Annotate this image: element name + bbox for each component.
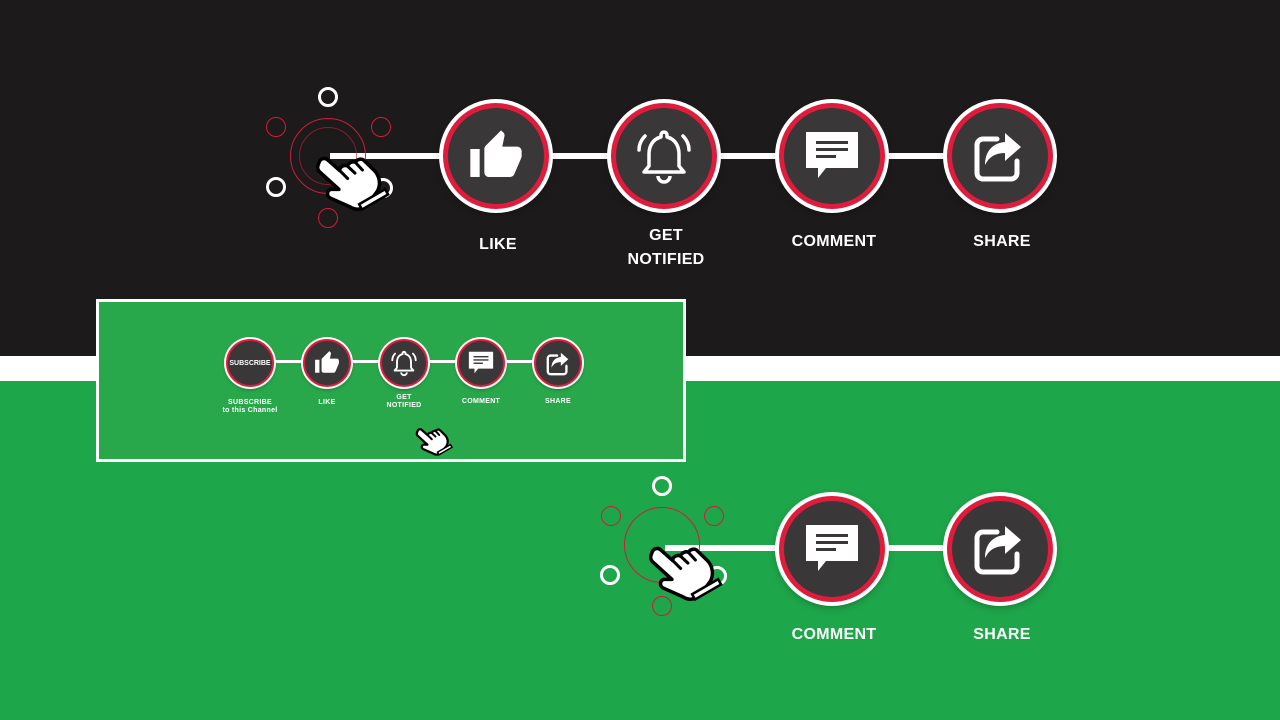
share-icon bbox=[546, 352, 568, 375]
hand-pointer-icon bbox=[648, 546, 723, 602]
share-button[interactable] bbox=[947, 496, 1053, 602]
thumbs-up-icon bbox=[315, 351, 339, 373]
share-label: SHARE bbox=[973, 233, 1031, 250]
share-label: SHARE bbox=[973, 626, 1031, 643]
burst-circle bbox=[601, 506, 621, 526]
like-button[interactable] bbox=[303, 339, 351, 387]
bell-icon bbox=[637, 130, 691, 184]
burst-circle bbox=[266, 117, 286, 137]
comment-button[interactable] bbox=[779, 103, 885, 209]
get-notified-button[interactable] bbox=[611, 103, 717, 209]
comment-label: COMMENT bbox=[791, 626, 877, 643]
burst-circle bbox=[704, 506, 724, 526]
share-icon bbox=[974, 526, 1021, 575]
burst-circle bbox=[266, 177, 286, 197]
comment-icon bbox=[468, 351, 494, 374]
hand-pointer-icon bbox=[315, 156, 390, 212]
share-button[interactable] bbox=[534, 339, 582, 387]
comment-icon bbox=[806, 525, 858, 571]
share-button[interactable] bbox=[947, 103, 1053, 209]
share-label: SHARE bbox=[544, 398, 572, 405]
share-icon bbox=[974, 133, 1021, 182]
subscribe-label: SUBSCRIBE to this Channel bbox=[222, 399, 278, 414]
comment-label: COMMENT bbox=[461, 398, 501, 405]
get-notified-button[interactable] bbox=[380, 339, 428, 387]
like-button[interactable] bbox=[443, 103, 549, 209]
get-notified-label: GET NOTIFIED bbox=[627, 227, 705, 268]
comment-icon bbox=[806, 132, 858, 178]
burst-ring bbox=[299, 127, 357, 185]
like-label: LIKE bbox=[479, 236, 517, 253]
like-label: LIKE bbox=[318, 399, 336, 406]
hand-pointer-icon bbox=[415, 428, 454, 456]
comment-label: COMMENT bbox=[791, 233, 877, 250]
burst-circle bbox=[600, 565, 620, 585]
burst-circle bbox=[652, 476, 672, 496]
preview-panel: SUBSCRIBE SUBSCRIBE to this Channel LIKE… bbox=[96, 299, 686, 462]
comment-button[interactable] bbox=[779, 496, 885, 602]
comment-button[interactable] bbox=[457, 339, 505, 387]
burst-circle bbox=[371, 117, 391, 137]
get-notified-label: GET NOTIFIED bbox=[386, 394, 422, 409]
burst-circle bbox=[318, 208, 338, 228]
burst-circle bbox=[318, 87, 338, 107]
subscribe-badge-text: SUBSCRIBE bbox=[229, 359, 271, 367]
bell-icon bbox=[391, 350, 417, 377]
burst-circle bbox=[652, 596, 672, 616]
thumbs-up-icon bbox=[470, 130, 522, 177]
subscribe-button[interactable]: SUBSCRIBE bbox=[226, 339, 274, 387]
